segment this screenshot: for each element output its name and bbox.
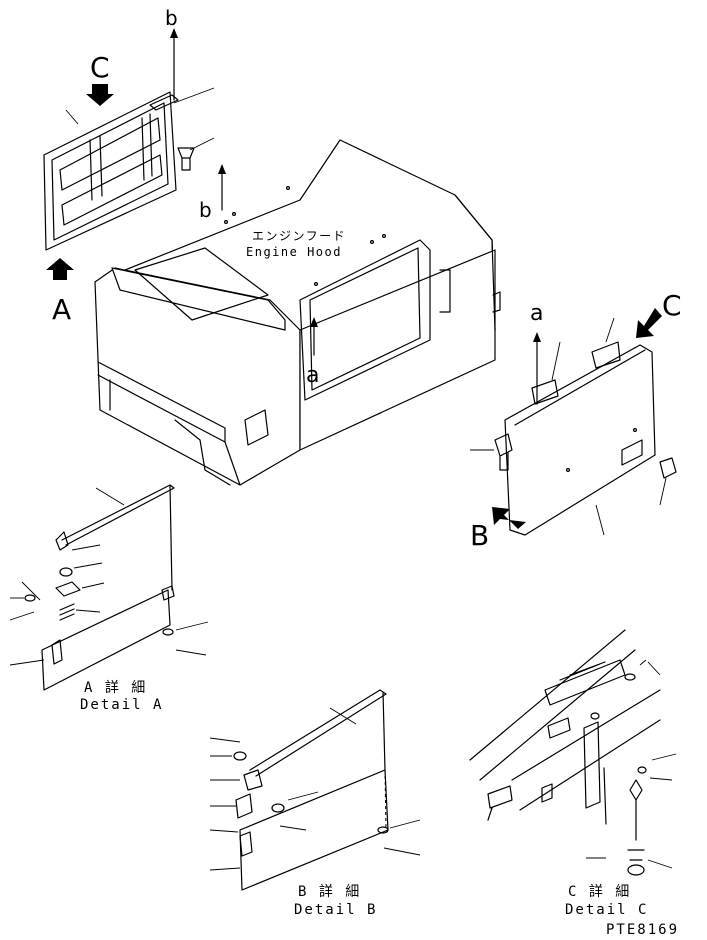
hood-label-en: Engine Hood <box>246 245 342 259</box>
hood-label-jp: エンジンフード <box>252 229 347 243</box>
detail-a-title-en: Detail A <box>80 697 164 713</box>
engine-hood <box>94 139 501 486</box>
detail-b-drawing <box>209 689 421 891</box>
arrow-b-top <box>170 28 178 101</box>
detail-c-drawing <box>469 629 677 876</box>
view-b-arrow <box>492 507 526 529</box>
detail-b-title-jp: B 詳 細 <box>298 884 362 900</box>
arrow-a-door <box>533 332 541 405</box>
detail-a-drawing <box>9 484 209 691</box>
arrow-b-mid <box>218 164 226 211</box>
detail-a-title-jp: A 詳 細 <box>84 680 148 696</box>
detail-c-title-en: Detail C <box>565 902 649 918</box>
view-c-arrow-right <box>636 308 662 338</box>
arrow-b-top-label: b <box>165 6 178 30</box>
arrow-a-hood <box>310 317 318 356</box>
detail-b-title-en: Detail B <box>294 902 378 918</box>
view-a-label: A <box>52 293 72 326</box>
view-c-label-right: C <box>662 289 682 322</box>
drawing-id: PTE8169 <box>606 922 680 938</box>
detail-c-title-jp: C 詳 細 <box>568 884 632 900</box>
view-a-arrow <box>46 258 74 280</box>
arrow-b-mid-label: b <box>199 198 212 222</box>
right-side-door <box>470 317 677 536</box>
arrow-a-door-label: a <box>530 301 544 326</box>
view-c-label-top: C <box>90 51 110 84</box>
view-c-arrow-top <box>86 84 114 106</box>
view-b-label: B <box>470 519 490 552</box>
left-side-door <box>43 87 215 251</box>
arrow-a-hood-label: a <box>306 363 320 388</box>
